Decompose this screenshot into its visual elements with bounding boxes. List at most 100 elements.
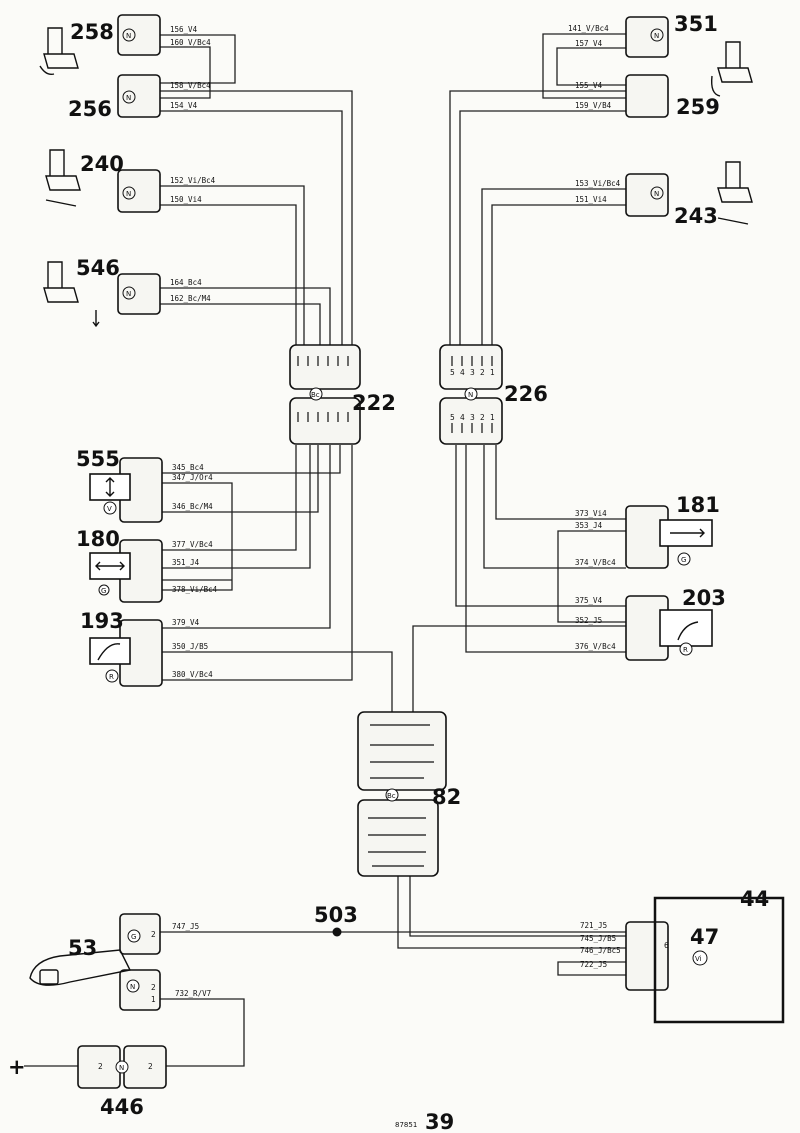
seat-icons [29, 27, 753, 986]
pin-label: 2 [148, 1062, 153, 1071]
connector-256 [117, 74, 161, 118]
label-446: 446 [100, 1095, 144, 1119]
connectors [77, 14, 785, 1089]
pin-label: 2 [151, 983, 156, 992]
box-44 [653, 896, 785, 1024]
wire-747: 747_J5 [172, 922, 199, 931]
page-ref: 87851 [395, 1121, 417, 1129]
wire-155: 155_V4 [575, 81, 603, 90]
connector-258 [117, 14, 161, 56]
label-555: 555 [76, 447, 120, 471]
marker-n: N [126, 94, 131, 102]
marker-r: R [109, 673, 114, 681]
label-193: 193 [80, 609, 124, 633]
wire-labels: 156_V4 160_V/Bc4 158_V/Bc4 154_V4 152_Vi… [170, 24, 621, 998]
connector-446-b [123, 1045, 167, 1089]
wire-162: 162_Bc/M4 [170, 294, 211, 303]
pin-label: 1 [490, 368, 495, 377]
marker-n: N [468, 391, 473, 399]
label-53: 53 [68, 936, 97, 960]
connector-222-bottom [289, 397, 361, 445]
marker-bc: Bc [311, 391, 320, 399]
markers: N N N N N N N Bc Bc V G R G R G N N Vi + [8, 28, 708, 1079]
label-44: 44 [740, 887, 769, 911]
pin-label: 2 [480, 368, 485, 377]
wire-345: 345_Bc4 [172, 463, 204, 472]
connector-259 [625, 74, 669, 118]
connector-47 [625, 921, 669, 991]
pin-label: 1 [151, 995, 156, 1004]
label-82: 82 [432, 785, 461, 809]
wire-152: 152_Vi/Bc4 [170, 176, 216, 185]
plus-terminal: + [8, 1055, 26, 1079]
connector-53-b [119, 969, 161, 1011]
marker-vi: Vi [695, 955, 702, 963]
wire-732: 732_R/V7 [175, 989, 211, 998]
wire-352: 352_J5 [575, 616, 602, 625]
wire-141: 141_V/Bc4 [568, 24, 609, 33]
wire-150: 150_Vi4 [170, 195, 202, 204]
marker-v: V [107, 505, 112, 513]
wires [24, 33, 626, 1067]
wire-158: 158_V/Bc4 [170, 81, 211, 90]
marker-n: N [126, 32, 131, 40]
wire-378: 378_Vi/Bc4 [172, 585, 218, 594]
wire-722: 722_J5 [580, 960, 607, 969]
label-240: 240 [80, 152, 124, 176]
wire-745: 745_J/B5 [580, 934, 616, 943]
pin-slots [297, 356, 493, 867]
wire-373: 373_Vi4 [575, 509, 607, 518]
pin-label: 4 [460, 413, 465, 422]
marker-g: G [131, 933, 136, 941]
indicators [89, 473, 713, 665]
wire-374: 374_V/Bc4 [575, 558, 616, 567]
connector-351 [625, 16, 669, 58]
seat-243-icon [717, 161, 753, 225]
wire-375: 375_V4 [575, 596, 603, 605]
pin-label: 2 [480, 413, 485, 422]
connector-226-top [439, 344, 503, 390]
wire-376: 376_V/Bc4 [575, 642, 616, 651]
pin-label: 3 [470, 413, 475, 422]
label-546: 546 [76, 256, 120, 280]
page-number: 39 [425, 1110, 454, 1133]
marker-n: N [654, 190, 659, 198]
pin-label: 4 [460, 368, 465, 377]
label-226: 226 [504, 382, 548, 406]
label-181: 181 [676, 493, 720, 517]
label-258: 258 [70, 20, 114, 44]
marker-g: G [681, 556, 686, 564]
seat-546-icon [43, 261, 100, 328]
wire-379: 379_V4 [172, 618, 200, 627]
seat-258-icon [39, 27, 79, 76]
marker-n: N [126, 190, 131, 198]
marker-n: N [119, 1064, 124, 1072]
marker-bc: Bc [387, 792, 396, 800]
pin-label: 5 [450, 413, 455, 422]
wire-164: 164_Bc4 [170, 278, 202, 287]
wire-154: 154_V4 [170, 101, 198, 110]
connector-82-top [357, 711, 447, 791]
wire-346: 346_Bc/M4 [172, 502, 213, 511]
pin-label: 2 [151, 930, 156, 939]
pin-label: 6 [664, 941, 669, 950]
seat-240-icon [45, 149, 81, 207]
label-203: 203 [682, 586, 726, 610]
wire-746: 746_J/Bc5 [580, 946, 621, 955]
wire-156: 156_V4 [170, 25, 198, 34]
label-351: 351 [674, 12, 718, 36]
wire-377: 377_V/Bc4 [172, 540, 213, 549]
label-259: 259 [676, 95, 720, 119]
seat-351-icon [710, 41, 753, 97]
wire-351: 351_J4 [172, 558, 200, 567]
wire-153: 153_Vi/Bc4 [575, 179, 621, 188]
connector-82-bottom [357, 799, 439, 877]
label-243: 243 [674, 204, 718, 228]
wire-353: 353_J4 [575, 521, 603, 530]
wire-347: 347_J/Or4 [172, 473, 213, 482]
marker-n: N [126, 290, 131, 298]
wire-380: 380_V/Bc4 [172, 670, 213, 679]
wire-160: 160_V/Bc4 [170, 38, 211, 47]
label-180: 180 [76, 527, 120, 551]
